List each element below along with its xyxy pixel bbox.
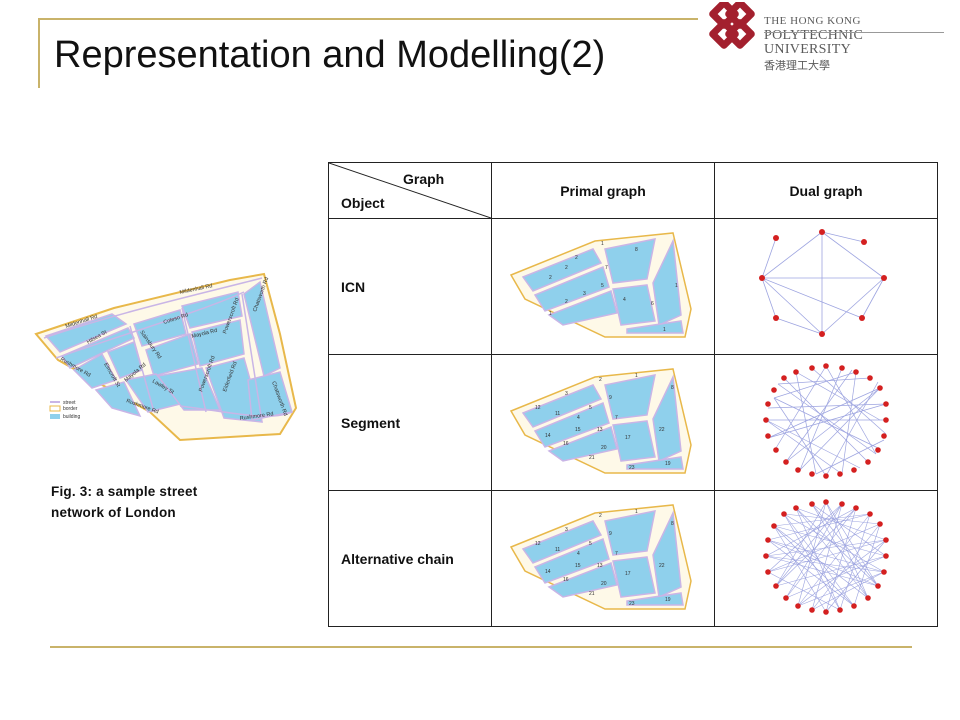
- svg-text:21: 21: [589, 455, 595, 461]
- logo-line-3: 香港理工大學: [764, 59, 830, 72]
- svg-text:23: 23: [629, 601, 635, 607]
- legend-building: building: [63, 414, 80, 420]
- dual-alternative-chain-image: [714, 490, 938, 627]
- svg-text:16: 16: [563, 441, 569, 447]
- svg-text:4: 4: [577, 551, 580, 557]
- svg-text:19: 19: [665, 461, 671, 467]
- svg-text:14: 14: [545, 433, 551, 439]
- svg-text:6: 6: [651, 301, 654, 307]
- svg-text:1: 1: [635, 373, 638, 379]
- legend-street: street: [63, 400, 76, 406]
- svg-text:22: 22: [659, 563, 665, 569]
- svg-text:1: 1: [635, 509, 638, 515]
- row-label-segment: Segment: [328, 354, 492, 491]
- svg-text:4: 4: [623, 297, 626, 303]
- title-accent-left: [38, 18, 40, 88]
- street-network-map: Mildenhall Rd Mildenhall Rd Chatsworth R…: [30, 272, 300, 450]
- svg-text:3: 3: [583, 291, 586, 297]
- svg-text:8: 8: [635, 247, 638, 253]
- corner-object-label: Object: [341, 195, 385, 211]
- svg-text:2: 2: [575, 255, 578, 261]
- svg-text:14: 14: [545, 569, 551, 575]
- svg-text:5: 5: [589, 541, 592, 547]
- logo-line-1: THE HONG KONG: [764, 15, 861, 27]
- svg-text:13: 13: [597, 427, 603, 433]
- logo-rule: [764, 32, 944, 33]
- svg-text:11: 11: [555, 547, 560, 553]
- university-logo: THE HONG KONG POLYTECHNIC UNIVERSITY 香港理…: [702, 2, 952, 71]
- svg-text:11: 11: [555, 411, 560, 417]
- map-streets: [43, 277, 293, 423]
- svg-text:15: 15: [575, 563, 581, 569]
- logo-line-2: POLYTECHNIC UNIVERSITY: [764, 28, 864, 57]
- svg-text:2: 2: [565, 265, 568, 271]
- svg-text:5: 5: [589, 405, 592, 411]
- svg-text:7: 7: [605, 265, 608, 271]
- polyu-emblem-icon: [709, 2, 755, 49]
- row-label-icn: ICN: [328, 218, 492, 355]
- svg-text:1: 1: [549, 311, 552, 317]
- svg-text:2: 2: [599, 377, 602, 383]
- svg-text:21: 21: [589, 591, 595, 597]
- row-label-alternative-chain: Alternative chain: [328, 490, 492, 627]
- svg-text:5: 5: [601, 283, 604, 289]
- svg-text:9: 9: [609, 531, 612, 537]
- svg-text:8: 8: [671, 521, 674, 527]
- svg-text:16: 16: [563, 577, 569, 583]
- svg-text:2: 2: [549, 275, 552, 281]
- svg-text:1: 1: [675, 283, 678, 289]
- svg-text:4: 4: [577, 415, 580, 421]
- svg-text:13: 13: [597, 563, 603, 569]
- dual-icn-image: [714, 218, 938, 355]
- bottom-rule: [50, 646, 912, 648]
- map-legend: street border building: [49, 400, 80, 420]
- svg-text:23: 23: [629, 465, 635, 471]
- svg-text:22: 22: [659, 427, 665, 433]
- svg-text:1: 1: [601, 241, 604, 247]
- svg-text:15: 15: [575, 427, 581, 433]
- svg-text:2: 2: [599, 513, 602, 519]
- title-accent-top: [38, 18, 698, 20]
- svg-text:1: 1: [663, 327, 666, 333]
- figure-caption: Fig. 3: a sample street network of Londo…: [51, 484, 198, 520]
- svg-text:8: 8: [671, 385, 674, 391]
- svg-text:Rushmore Rd: Rushmore Rd: [239, 411, 273, 422]
- svg-text:3: 3: [565, 527, 568, 533]
- slide-title: Representation and Modelling(2): [54, 34, 606, 76]
- map-buildings: [44, 280, 293, 423]
- dual-graph-header: Dual graph: [714, 162, 938, 219]
- representation-table: Graph Object Primal graph Dual graph ICN: [328, 162, 938, 627]
- svg-text:17: 17: [625, 571, 631, 577]
- svg-text:3: 3: [565, 391, 568, 397]
- corner-cell: Graph Object: [328, 162, 492, 219]
- svg-text:12: 12: [535, 405, 541, 411]
- svg-text:9: 9: [609, 395, 612, 401]
- svg-text:20: 20: [601, 581, 607, 587]
- svg-text:19: 19: [665, 597, 671, 603]
- dual-segment-image: [714, 354, 938, 491]
- svg-text:20: 20: [601, 445, 607, 451]
- corner-graph-label: Graph: [403, 171, 445, 187]
- svg-text:7: 7: [615, 551, 618, 557]
- primal-graph-header: Primal graph: [491, 162, 715, 219]
- legend-border: border: [63, 406, 78, 412]
- svg-text:17: 17: [625, 435, 631, 441]
- primal-icn-image: 1 8 2 2 2 7 5 3 2 1 4 6 1 1: [491, 218, 715, 355]
- svg-text:12: 12: [535, 541, 541, 547]
- svg-text:2: 2: [565, 299, 568, 305]
- svg-text:7: 7: [615, 415, 618, 421]
